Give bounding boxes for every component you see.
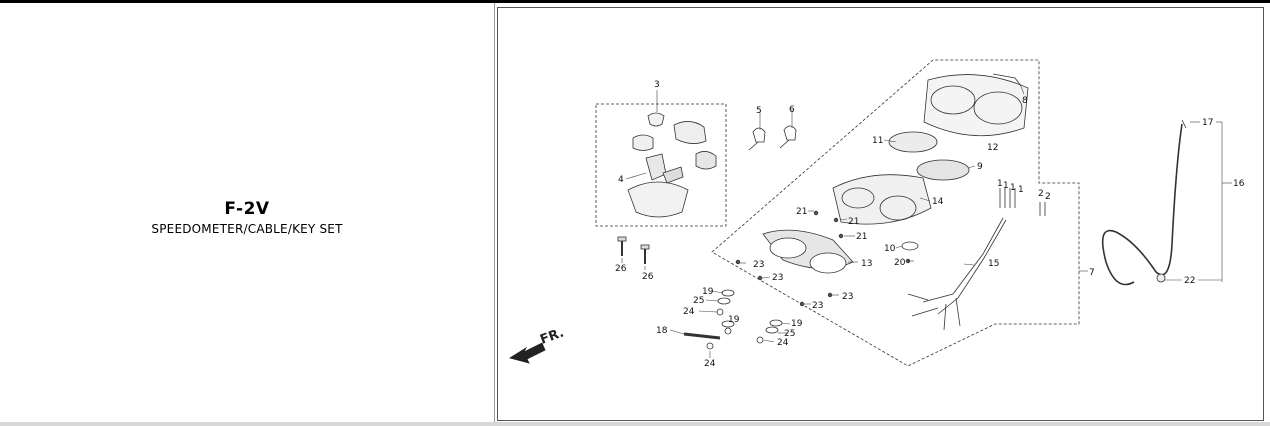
callout-1b: 1 <box>1003 181 1009 191</box>
part-ignition-cover <box>632 112 707 151</box>
callout-25b: 25 <box>784 329 795 339</box>
callout-23b: 23 <box>772 273 783 283</box>
callout-15: 15 <box>988 259 999 269</box>
callout-26a: 26 <box>615 264 627 274</box>
callout-25a: 25 <box>693 296 704 306</box>
callout-24a: 24 <box>683 307 695 317</box>
part-screws <box>735 210 911 307</box>
callout-8: 8 <box>1022 96 1028 106</box>
part-bracket-18 <box>683 332 721 340</box>
callout-21a: 21 <box>796 207 807 217</box>
callout-23d: 23 <box>812 301 823 311</box>
callout-11: 11 <box>872 136 883 146</box>
part-washers <box>716 289 783 344</box>
part-gauge-11 <box>888 131 938 153</box>
callout-4: 4 <box>618 175 624 185</box>
callout-23a: 23 <box>753 260 764 270</box>
callout-9: 9 <box>977 162 983 172</box>
callout-23c: 23 <box>842 292 853 302</box>
part-ignition-switch <box>627 151 717 218</box>
callout-24c: 24 <box>704 359 716 369</box>
callout-12: 12 <box>987 143 998 153</box>
key-set-group-box <box>595 103 727 227</box>
part-speedo-cable <box>1101 119 1187 286</box>
callout-24b: 24 <box>777 338 789 348</box>
part-key-6 <box>779 125 797 149</box>
callout-19b: 19 <box>728 315 740 325</box>
top-border <box>0 0 1270 3</box>
callout-21c: 21 <box>856 232 867 242</box>
callout-1c: 1 <box>1010 183 1016 193</box>
model-description: SPEEDOMETER/CABLE/KEY SET <box>151 222 343 236</box>
part-wire-harness <box>907 188 1046 331</box>
part-bolts-26 <box>617 236 650 264</box>
callout-21b: 21 <box>848 217 859 227</box>
leader-lines <box>621 83 1232 358</box>
callout-7: 7 <box>1089 268 1095 278</box>
front-direction-label: FR. <box>538 325 566 347</box>
callout-20: 20 <box>894 258 906 268</box>
callout-13: 13 <box>861 259 872 269</box>
part-gauge-9 <box>916 159 970 181</box>
callout-17: 17 <box>1202 118 1213 128</box>
front-direction-arrow <box>509 342 546 364</box>
part-key-5 <box>748 127 766 151</box>
panel-divider <box>494 3 495 422</box>
callout-5: 5 <box>756 106 762 116</box>
bottom-border <box>0 422 1270 426</box>
callout-3: 3 <box>654 80 660 90</box>
model-info-panel: F-2V SPEEDOMETER/CABLE/KEY SET <box>0 3 494 422</box>
callout-16: 16 <box>1233 179 1245 189</box>
callout-26b: 26 <box>642 272 654 282</box>
exploded-parts-diagram[interactable]: FR. <box>497 7 1264 421</box>
model-code: F-2V <box>224 199 270 219</box>
callout-1d: 1 <box>1018 185 1024 195</box>
callout-14: 14 <box>932 197 944 207</box>
callout-19c: 19 <box>791 319 803 329</box>
callout-2b: 2 <box>1045 192 1051 202</box>
callout-10: 10 <box>884 244 896 254</box>
meter-group-box <box>711 59 1080 367</box>
part-meter-case <box>923 73 1029 137</box>
part-meter-base <box>832 174 932 225</box>
callout-2a: 2 <box>1038 189 1044 199</box>
callout-18: 18 <box>656 326 668 336</box>
callout-1a: 1 <box>997 179 1003 189</box>
callout-6: 6 <box>789 105 795 115</box>
part-clip-10 <box>901 241 919 251</box>
callout-22: 22 <box>1184 276 1195 286</box>
callout-19a: 19 <box>702 287 714 297</box>
